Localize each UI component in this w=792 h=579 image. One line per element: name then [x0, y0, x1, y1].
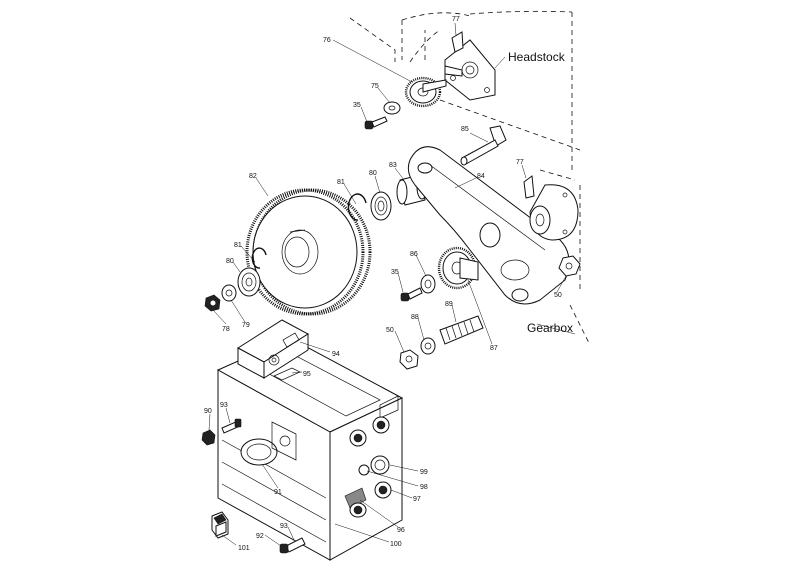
part-number-100: 100	[390, 541, 402, 548]
big-labels: Headstock Gearbox	[508, 50, 573, 335]
gearbox-outline	[569, 185, 591, 346]
stud-89	[439, 315, 484, 345]
part-number-75: 75	[371, 83, 379, 90]
nut-78	[204, 294, 221, 312]
part-number-80-lower: 80	[226, 258, 234, 265]
washer-79	[221, 284, 237, 302]
nut-50-lower	[399, 349, 419, 370]
part-number-76: 76	[323, 37, 331, 44]
washer-86	[420, 274, 436, 294]
gear-82	[245, 188, 372, 316]
bolt-93-upper	[221, 418, 242, 434]
part-number-90: 90	[204, 408, 212, 415]
part-number-35-lower: 35	[391, 269, 399, 276]
circlip-81-lower	[251, 247, 267, 269]
quadrant-arm-84	[407, 146, 570, 305]
part-number-92: 92	[256, 533, 264, 540]
washer-75	[383, 101, 401, 115]
part-number-81-upper: 81	[337, 179, 345, 186]
nut-90	[201, 429, 216, 446]
part-numbers: 77 76 75 35 85 77 84 83 82 81 80 81 80 8…	[204, 16, 562, 552]
knob-upper-right	[372, 416, 390, 434]
part-number-79: 79	[242, 322, 250, 329]
part-number-83: 83	[389, 162, 397, 169]
bolt-92	[279, 543, 289, 554]
bearing-80-lower	[237, 267, 261, 297]
bolt-35-upper	[364, 116, 388, 130]
part-number-78: 78	[222, 326, 230, 333]
knob-97	[374, 481, 392, 499]
gearbox-body	[216, 319, 404, 561]
part-number-88: 88	[411, 314, 419, 321]
part-number-77-lower: 77	[516, 159, 524, 166]
part-number-93-upper: 93	[220, 402, 228, 409]
flange-77-lower	[523, 175, 579, 241]
part-number-97: 97	[413, 496, 421, 503]
gearbox-label: Gearbox	[527, 321, 573, 335]
headstock-label: Headstock	[508, 50, 566, 64]
part-number-95: 95	[303, 371, 311, 378]
part-number-84: 84	[477, 173, 485, 180]
part-number-87: 87	[490, 345, 498, 352]
nut-50-right	[558, 255, 581, 277]
part-number-93-lower: 93	[280, 523, 288, 530]
switch-block-101	[211, 511, 229, 539]
selector-dial-99	[370, 455, 390, 475]
part-number-35-upper: 35	[353, 102, 361, 109]
circlip-81-upper	[347, 193, 367, 221]
part-number-89: 89	[445, 301, 453, 308]
gear-76	[404, 76, 447, 108]
leader-lines	[208, 22, 576, 547]
part-number-101: 101	[238, 545, 250, 552]
part-number-86: 86	[410, 251, 418, 258]
part-number-94: 94	[332, 351, 340, 358]
part-number-82: 82	[249, 173, 257, 180]
bolt-85	[460, 125, 507, 166]
knob-upper-left	[349, 429, 367, 447]
part-number-50-lower: 50	[386, 327, 394, 334]
part-number-80-upper: 80	[369, 170, 377, 177]
part-number-50-right: 50	[554, 292, 562, 299]
part-number-85: 85	[461, 126, 469, 133]
part-number-99: 99	[420, 469, 428, 476]
part-number-91: 91	[274, 489, 282, 496]
knob-98	[358, 464, 370, 476]
bolt-35-lower	[400, 287, 423, 302]
washer-88	[420, 337, 436, 355]
part-number-96: 96	[397, 527, 405, 534]
part-number-98: 98	[420, 484, 428, 491]
label-plate-96	[344, 487, 367, 518]
part-number-81-lower: 81	[234, 242, 242, 249]
headstock-bracket	[444, 31, 496, 101]
bearing-80-upper	[370, 191, 392, 221]
part-number-77-top: 77	[452, 16, 460, 23]
headstock-outline	[349, 10, 581, 181]
gear-87	[437, 246, 479, 290]
